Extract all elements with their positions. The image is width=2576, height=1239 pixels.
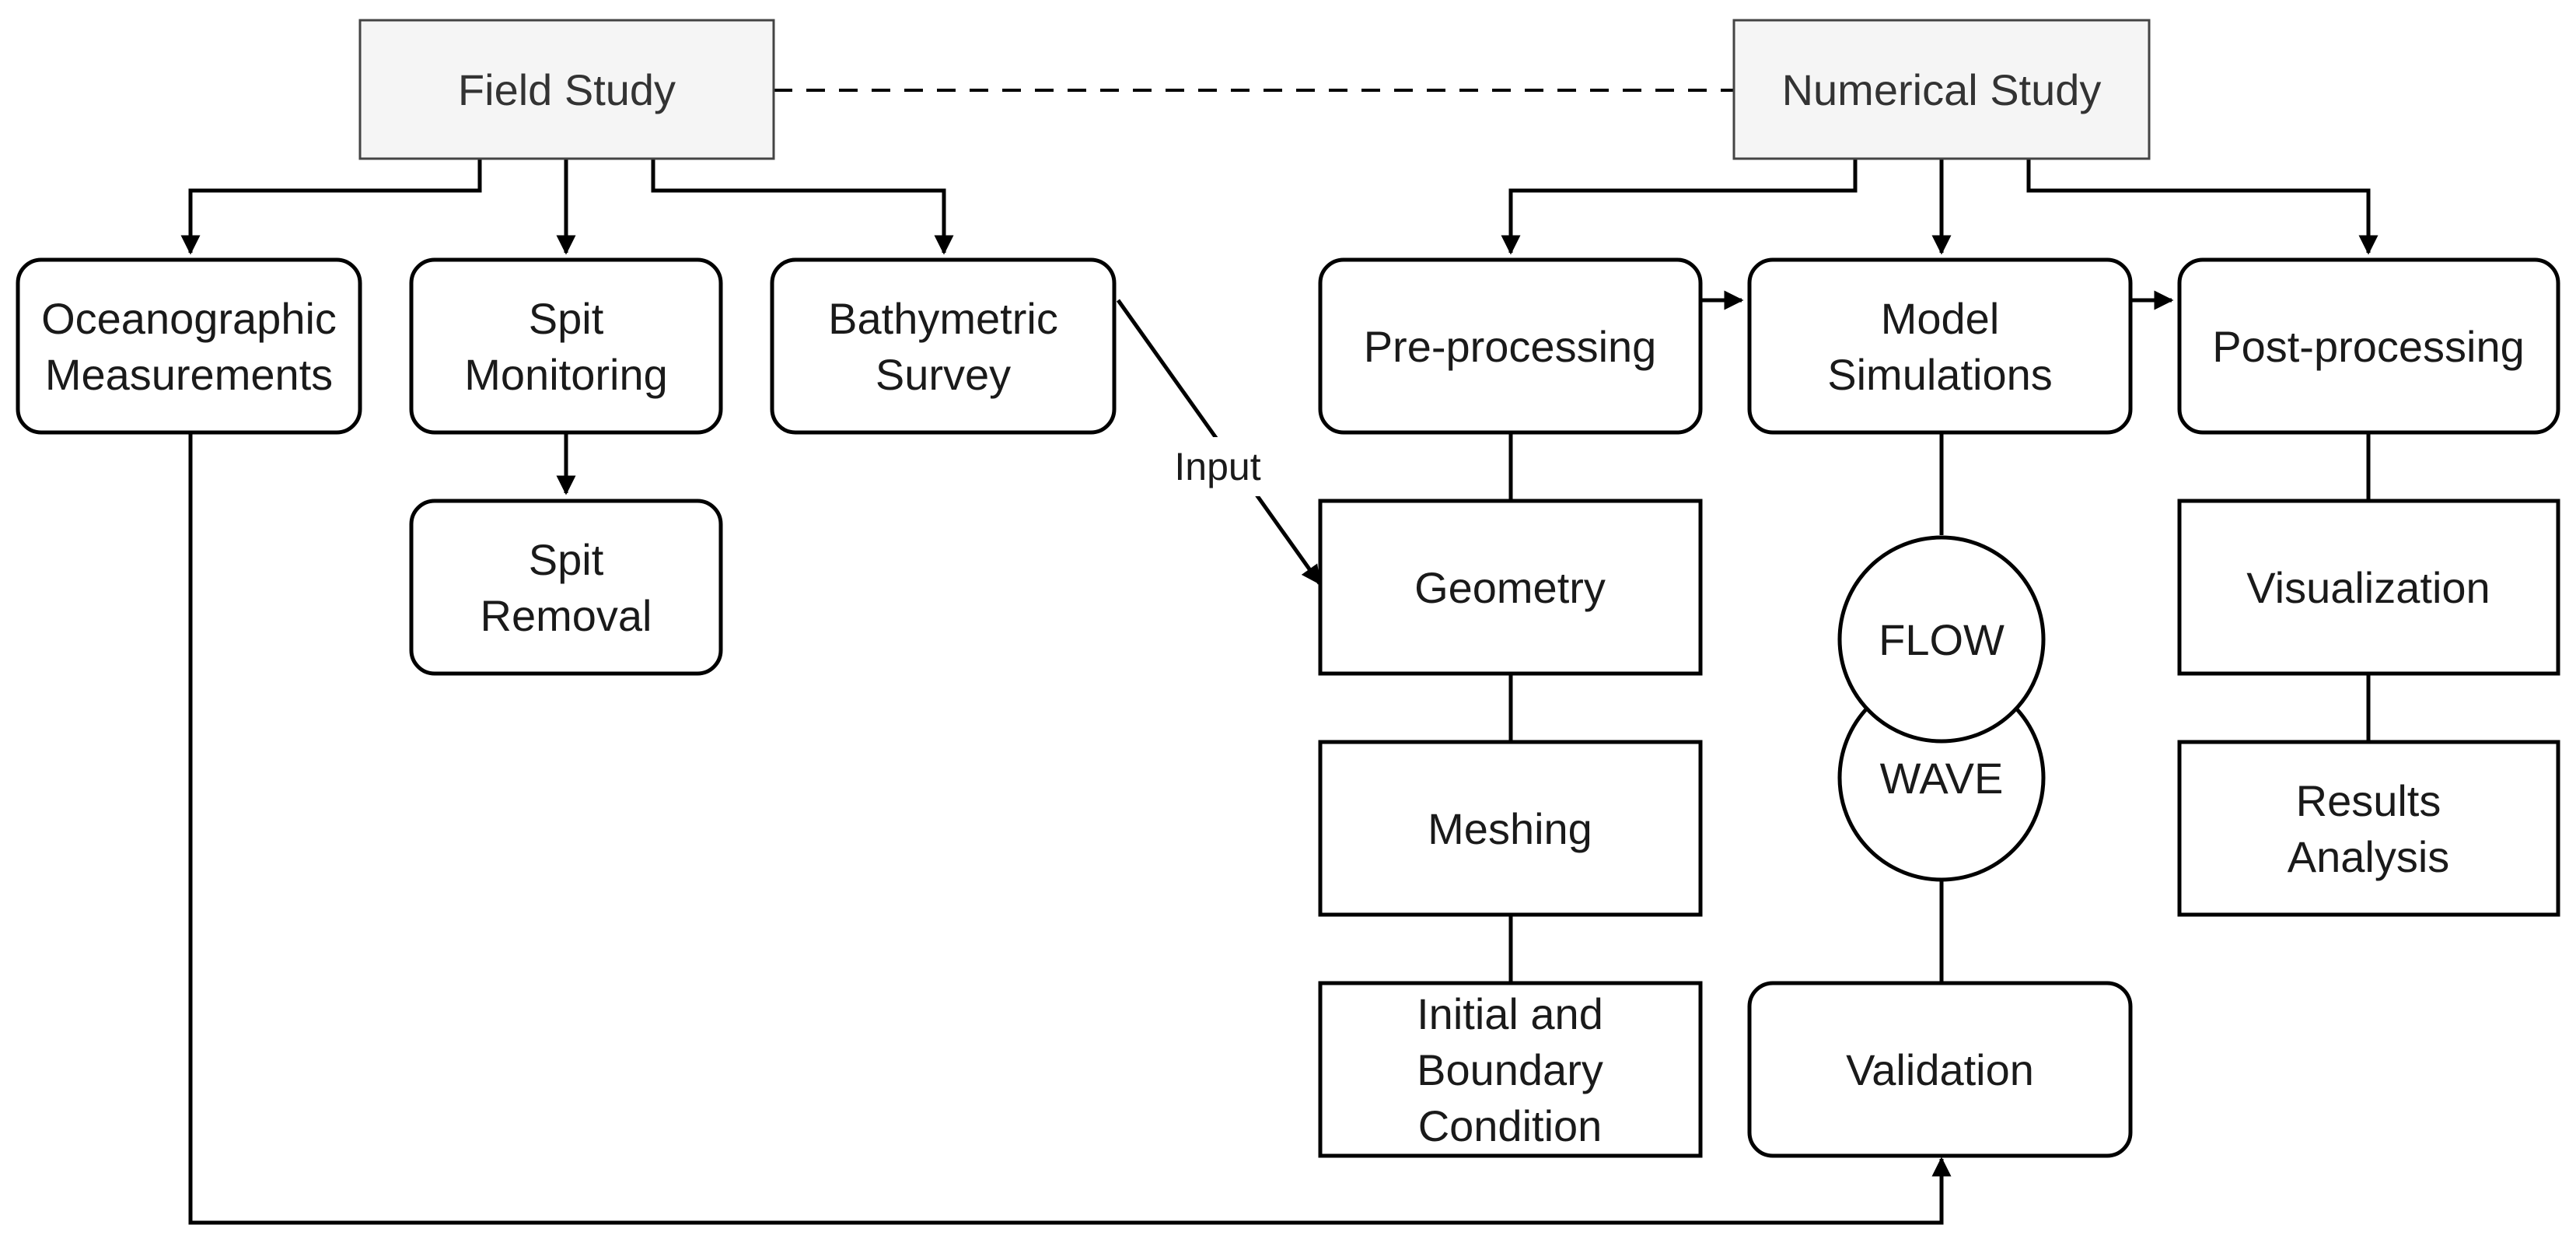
preprocessing-box: Pre-processing — [1318, 257, 1703, 435]
arrow-numerical-to-postprocessing — [2026, 159, 2379, 255]
label-line: Pre-processing — [1364, 322, 1657, 371]
label-line: Initial and — [1417, 989, 1603, 1038]
validation-label: Validation — [1846, 1045, 2034, 1094]
meshing-label: Meshing — [1428, 804, 1592, 853]
visualization-box: Visualization — [2177, 499, 2560, 676]
label-line: Meshing — [1428, 804, 1592, 853]
label-line: Results — [2296, 776, 2441, 825]
geometry-label: Geometry — [1414, 563, 1606, 612]
arrow-numerical-to-preprocessing — [1501, 159, 1858, 255]
flow-label: FLOW — [1879, 615, 2005, 664]
label-line: Spit — [529, 535, 604, 584]
input-label: Input — [1174, 445, 1260, 488]
wave-label: WAVE — [1880, 754, 2004, 803]
label-line: Oceanographic — [41, 294, 337, 343]
label-line: Analysis — [2288, 832, 2450, 881]
label-line: Visualization — [2246, 563, 2490, 612]
label-line: WAVE — [1880, 754, 2004, 803]
numerical-study-label: Numerical Study — [1782, 65, 2102, 114]
label-line: Measurements — [45, 350, 333, 399]
arrow-field-to-bathymetric — [651, 159, 954, 255]
meshing-box: Meshing — [1318, 740, 1703, 917]
postprocessing-box: Post-processing — [2177, 257, 2560, 435]
connectors — [180, 89, 2379, 1225]
label-line: Post-processing — [2212, 322, 2525, 371]
label-line: Validation — [1846, 1045, 2034, 1094]
label-line: Condition — [1418, 1101, 1603, 1150]
arrow-oceanographic-to-validation — [188, 432, 1952, 1225]
geometry-box: Geometry — [1318, 499, 1703, 676]
label-line: Removal — [481, 591, 652, 640]
label-line: FLOW — [1879, 615, 2005, 664]
field-study-box: Field Study — [358, 19, 775, 160]
validation-box: Validation — [1747, 981, 2133, 1158]
label-line: Survey — [876, 350, 1011, 399]
label-line: Numerical Study — [1782, 65, 2102, 114]
label-line: Model — [1881, 294, 2000, 343]
label-line: Monitoring — [464, 350, 667, 399]
preprocessing-label: Pre-processing — [1364, 322, 1657, 371]
label-line: Field Study — [458, 65, 676, 114]
label-line: Geometry — [1414, 563, 1606, 612]
field-study-label: Field Study — [458, 65, 676, 114]
label-line: Boundary — [1417, 1045, 1603, 1094]
postprocessing-label: Post-processing — [2212, 322, 2525, 371]
label-line: Simulations — [1827, 350, 2052, 399]
arrow-field-to-oceanographic — [180, 159, 482, 255]
label-line: Spit — [529, 294, 604, 343]
label-line: Bathymetric — [828, 294, 1058, 343]
visualization-label: Visualization — [2246, 563, 2490, 612]
input-edge-label: Input — [1160, 437, 1275, 496]
flow-circle: FLOW — [1837, 535, 2046, 744]
numerical-study-box: Numerical Study — [1732, 19, 2151, 160]
